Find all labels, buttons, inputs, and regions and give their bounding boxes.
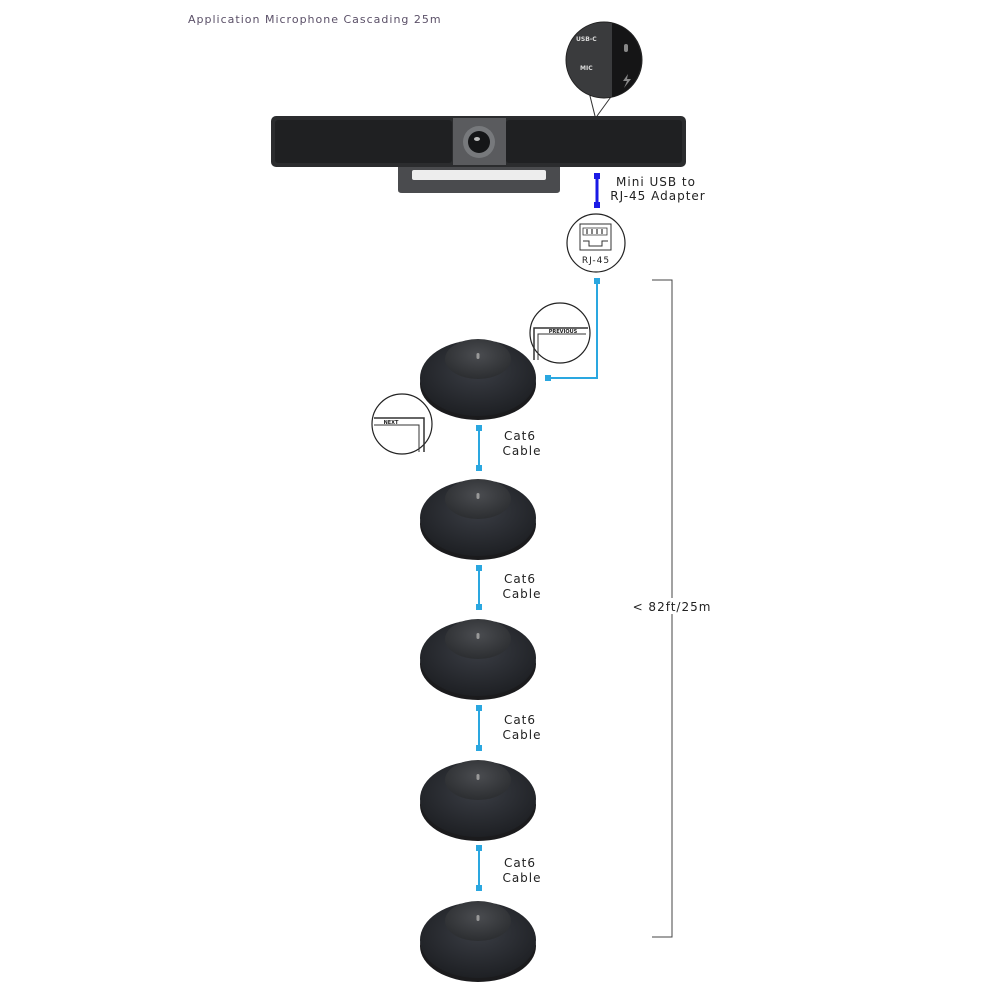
rj45-port-icon: RJ-45 <box>566 213 626 273</box>
cable-connector <box>476 604 482 610</box>
cable-connector <box>594 202 600 208</box>
port-edge <box>533 327 588 360</box>
cable-connector <box>476 885 482 891</box>
magnifier-pointer-line <box>588 91 596 117</box>
cable-line <box>549 282 598 379</box>
cable-label: Cat6 <box>504 713 536 727</box>
next-port-label: NEXT <box>384 420 399 426</box>
cable-connector <box>476 705 482 711</box>
cable-connector <box>476 845 482 851</box>
lens-highlight <box>474 137 480 141</box>
microphone-5 <box>420 901 536 982</box>
cat6-cable-2: Cat6 Cable <box>476 565 541 610</box>
magnifier-circle <box>371 393 433 455</box>
microphone-2 <box>420 479 536 560</box>
cat6-cable-4: Cat6 Cable <box>476 845 541 891</box>
cable-connector <box>476 425 482 431</box>
cable-label: Cable <box>502 728 541 742</box>
cable-label: Cable <box>502 871 541 885</box>
next-port-magnifier: NEXT <box>371 393 433 455</box>
cat6-cable-3: Cat6 Cable <box>476 705 541 751</box>
speaker-grille-right <box>506 120 682 163</box>
power-icon <box>623 74 631 88</box>
port-label-mic: MIC <box>580 65 593 72</box>
cable-label: Cable <box>502 587 541 601</box>
cat6-cable-1: Cat6 Cable <box>476 425 541 471</box>
rj45-pin-marks <box>586 229 603 234</box>
rj45-latch <box>583 240 608 247</box>
microphone-1 <box>420 339 536 420</box>
distance-bracket: < 82ft/25m <box>630 279 712 938</box>
video-soundbar: USB-C MIC <box>271 21 686 193</box>
label-background <box>630 598 712 614</box>
cable-connector <box>476 465 482 471</box>
cable-connector <box>476 745 482 751</box>
previous-port-magnifier: PREVIOUS <box>529 302 591 364</box>
port-magnifier: USB-C MIC <box>565 21 643 99</box>
stand-cutout <box>412 170 546 180</box>
camera-lens-icon <box>468 131 490 153</box>
cable-connector <box>545 375 551 381</box>
distance-label: < 82ft/25m <box>633 600 712 614</box>
diagram-title: Application Microphone Cascading 25m <box>188 13 442 26</box>
microphone-4 <box>420 760 536 841</box>
port-panel-shadow <box>612 23 642 97</box>
port-edge <box>537 333 586 360</box>
rj45-pins <box>582 227 608 236</box>
previous-port-label: PREVIOUS <box>549 329 578 335</box>
cable-label: Cat6 <box>504 572 536 586</box>
cable-label: Cat6 <box>504 429 536 443</box>
cable-connector <box>476 565 482 571</box>
mic-icon <box>624 44 628 52</box>
cable-label: Cat6 <box>504 856 536 870</box>
adapter-cable <box>594 173 600 208</box>
magnifier-circle <box>529 302 591 364</box>
port-edge <box>374 417 425 452</box>
cable-label: Cable <box>502 444 541 458</box>
cat6-cable-to-adapter <box>545 278 600 381</box>
port-label-usbc: USB-C <box>576 36 597 43</box>
cable-connector <box>594 173 600 179</box>
speaker-grille-left <box>275 120 452 163</box>
cable-connector <box>594 278 600 284</box>
rj45-label: RJ-45 <box>582 256 610 266</box>
port-edge <box>374 424 420 452</box>
adapter-label: RJ-45 Adapter <box>610 189 705 203</box>
adapter-label: Mini USB to <box>616 175 696 189</box>
microphone-3 <box>420 619 536 700</box>
